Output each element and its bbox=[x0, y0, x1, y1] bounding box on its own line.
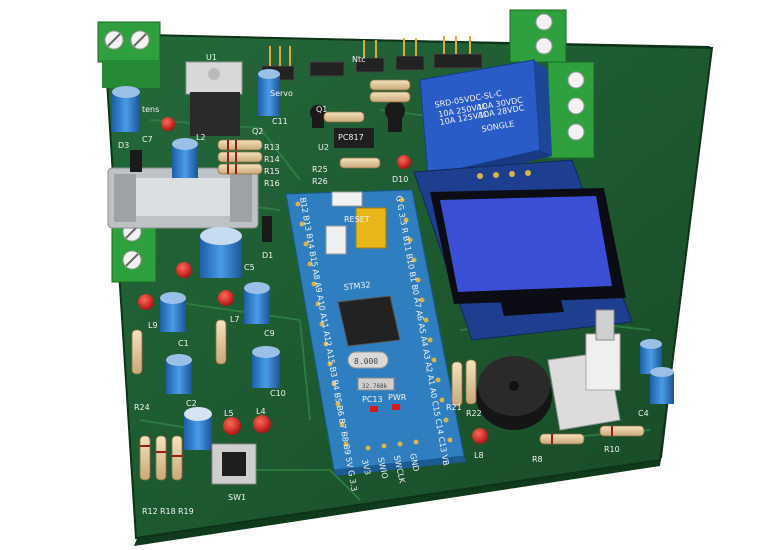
label-r26: R26 bbox=[312, 177, 328, 186]
label-l9: L9 bbox=[148, 321, 158, 330]
label-r24: R24 bbox=[134, 403, 150, 412]
oled-display bbox=[413, 159, 633, 341]
label-r14: R14 bbox=[264, 155, 280, 164]
label-c10: C10 bbox=[270, 389, 286, 398]
silkscreen-labels: tens U1 SW1 C7 C11 L2 Q2 Q1 D3 R13 R14 R… bbox=[118, 53, 649, 516]
electrolytic-capacitors bbox=[112, 69, 674, 450]
label-r12: R12 bbox=[142, 507, 158, 516]
resistor-bands bbox=[140, 140, 613, 457]
label-l4: L4 bbox=[256, 407, 266, 416]
label-q1: Q1 bbox=[316, 105, 327, 114]
label-r22: R22 bbox=[466, 409, 482, 418]
mcu-label-swio: SWIO bbox=[376, 457, 389, 480]
label-l8: L8 bbox=[474, 451, 484, 460]
label-c4: C4 bbox=[638, 409, 649, 418]
mcu-label-3v3: 3V3 bbox=[360, 459, 372, 476]
resistors bbox=[131, 79, 645, 481]
optocoupler bbox=[334, 128, 374, 148]
label-l7: L7 bbox=[230, 315, 240, 324]
label-q2: Q2 bbox=[252, 127, 263, 136]
label-r8: R8 bbox=[532, 455, 543, 464]
usb-connector bbox=[331, 191, 363, 207]
label-pc817: PC817 bbox=[338, 133, 364, 142]
label-c7: C7 bbox=[142, 135, 153, 144]
mcu-label-reset: RESET bbox=[344, 215, 370, 224]
diodes bbox=[130, 150, 272, 242]
label-l2: L2 bbox=[196, 133, 206, 142]
crystal-8mhz-label: 8.000 bbox=[354, 357, 378, 366]
mcu-label-gnd: GND bbox=[408, 453, 421, 473]
label-d3: D3 bbox=[118, 141, 129, 150]
mcu-label-pwr: PWR bbox=[388, 393, 407, 402]
header-pins bbox=[269, 36, 471, 66]
terminal-block-relay bbox=[547, 61, 595, 159]
switch-label: SW1 bbox=[228, 493, 246, 502]
label-r19: R19 bbox=[178, 507, 194, 516]
label-r21: R21 bbox=[446, 403, 462, 412]
label-r16: R16 bbox=[264, 179, 280, 188]
label-servo: Servo bbox=[270, 89, 293, 98]
label-c9: C9 bbox=[264, 329, 275, 338]
regulator-label: U1 bbox=[206, 53, 217, 62]
mcu-chip-label: STM32 bbox=[343, 280, 371, 292]
tactile-switch bbox=[211, 443, 257, 485]
label-c1: C1 bbox=[178, 339, 189, 348]
label-r10: R10 bbox=[604, 445, 620, 454]
label-d1: D1 bbox=[262, 251, 273, 260]
terminal-block-relay-top bbox=[509, 9, 567, 63]
label-d10: D10 bbox=[392, 175, 408, 184]
label-r15: R15 bbox=[264, 167, 280, 176]
label-l5: L5 bbox=[224, 409, 234, 418]
voltage-regulator bbox=[185, 61, 243, 136]
label-r25: R25 bbox=[312, 165, 328, 174]
label-r18: R18 bbox=[160, 507, 176, 516]
rotary-encoder bbox=[547, 309, 621, 431]
label-ntc: Ntc bbox=[352, 55, 366, 64]
label-r13: R13 bbox=[264, 143, 280, 152]
power-label: tens bbox=[142, 105, 159, 114]
mcu-dev-board bbox=[285, 189, 466, 476]
terminal-block-power bbox=[97, 21, 161, 88]
label-c11: C11 bbox=[272, 117, 288, 126]
fuse-holder bbox=[107, 167, 259, 229]
label-c2: C2 bbox=[186, 399, 197, 408]
crystal-32k-label: 32.768k bbox=[362, 383, 388, 390]
leds bbox=[138, 117, 488, 444]
label-c5: C5 bbox=[244, 263, 255, 272]
mcu-label-pc13: PC13 bbox=[362, 395, 383, 404]
transistors bbox=[309, 100, 405, 132]
label-u2: U2 bbox=[318, 143, 329, 152]
buzzer bbox=[476, 356, 552, 430]
